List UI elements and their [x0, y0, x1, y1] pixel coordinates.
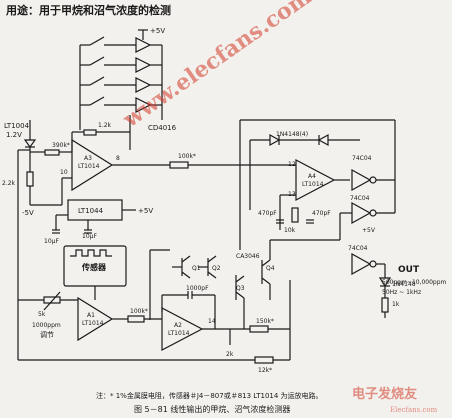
svg-text:10k: 10k	[284, 227, 296, 234]
svg-text:Q4: Q4	[266, 265, 275, 272]
svg-text:A4: A4	[308, 173, 316, 180]
output-range: 500ppm~10,000ppm	[382, 279, 447, 286]
svg-text:1000ppm: 1000ppm	[32, 322, 61, 329]
svg-text:1N4148(4): 1N4148(4)	[276, 131, 308, 138]
svg-text:74C04: 74C04	[348, 245, 368, 252]
inverter-chain: 74C04 74C04 +5V 74C04 1N4148 1k	[339, 120, 416, 318]
svg-text:10μF: 10μF	[82, 233, 97, 240]
svg-text:2.2k: 2.2k	[2, 180, 16, 187]
watermark-stamp-latin: Elecfans.com	[390, 406, 438, 414]
svg-text:LT1004: LT1004	[4, 122, 30, 130]
svg-text:8: 8	[116, 155, 120, 162]
svg-text:10: 10	[60, 169, 68, 176]
svg-text:LT1014: LT1014	[82, 320, 104, 327]
svg-text:390k*: 390k*	[52, 142, 70, 149]
svg-text:12k*: 12k*	[258, 367, 272, 374]
gas-sensor: 传感器	[63, 245, 127, 300]
svg-text:1000pF: 1000pF	[186, 285, 209, 292]
lt1004-reference: LT1004 1.2V 390k* 2.2k -5V	[2, 120, 72, 217]
svg-text:150k*: 150k*	[256, 318, 274, 325]
cd4016-switch-bank: +5V CD4016	[79, 27, 177, 150]
watermark-stamp: 电子发烧友	[352, 386, 417, 402]
cd4016-label: CD4016	[148, 124, 177, 132]
svg-text:2k: 2k	[226, 351, 234, 358]
svg-text:1.2V: 1.2V	[6, 131, 22, 139]
svg-text:470pF: 470pF	[312, 210, 331, 217]
footer-note: 注：* 1%金属膜电阻，传感器＃J4－807或＃813 LT1014 为运放电路…	[96, 391, 323, 400]
svg-text:Q3: Q3	[236, 285, 245, 292]
svg-text:5k: 5k	[38, 311, 46, 318]
svg-text:Q1: Q1	[192, 265, 201, 272]
op-amp-a4: 1N4148(4) A4 LT1014 12 13 470pF 10k 470p…	[239, 119, 395, 250]
svg-text:14: 14	[208, 318, 216, 325]
svg-text:470pF: 470pF	[258, 210, 277, 217]
svg-text:100k*: 100k*	[130, 308, 148, 315]
svg-text:74C04: 74C04	[350, 195, 370, 202]
output-freq: 50Hz ~ 1kHz	[382, 289, 421, 296]
svg-text:Q2: Q2	[212, 265, 221, 272]
svg-text:LT1014: LT1014	[78, 163, 100, 170]
ca3046-array: Q1 Q2 CA3046 Q3 Q4	[149, 240, 275, 329]
header-title: 用途：用于甲烷和沼气浓度的检测	[6, 3, 171, 17]
svg-text:+5V: +5V	[362, 227, 376, 234]
svg-text:A2: A2	[174, 322, 182, 329]
footer-caption: 图 5－81 线性输出的甲烷、沼气浓度检测器	[134, 404, 290, 414]
op-amp-a2: A2 LT1014 14 1000pF 2k	[161, 285, 250, 358]
svg-text:10μF: 10μF	[44, 238, 59, 245]
svg-text:LT1014: LT1014	[302, 181, 324, 188]
output-terminal: OUT 500ppm~10,000ppm 50Hz ~ 1kHz	[382, 265, 447, 296]
svg-text:LT1014: LT1014	[168, 330, 190, 337]
svg-text:+5V: +5V	[150, 27, 165, 35]
svg-text:LT1044: LT1044	[78, 207, 104, 215]
op-amp-a1: A1 LT1014 100k* 5k 1000ppm 调节	[17, 149, 162, 360]
svg-text:+5V: +5V	[138, 207, 153, 215]
svg-text:1N4148: 1N4148	[392, 281, 416, 288]
svg-text:A1: A1	[87, 312, 95, 319]
svg-text:A3: A3	[84, 155, 92, 162]
svg-text:1.2k: 1.2k	[98, 122, 112, 129]
svg-text:CA3046: CA3046	[236, 253, 260, 260]
svg-text:调节: 调节	[40, 330, 54, 339]
op-amp-a3: A3 LT1014 1.2k 8 10	[60, 122, 170, 205]
svg-text:传感器: 传感器	[81, 262, 107, 272]
svg-text:1k: 1k	[392, 301, 400, 308]
svg-text:100k*: 100k*	[178, 153, 196, 160]
svg-text:-5V: -5V	[22, 209, 34, 217]
svg-text:74C04: 74C04	[352, 155, 372, 162]
lt1044-converter: LT1044 +5V 10μF 10μF	[44, 199, 153, 245]
output-label: OUT	[398, 265, 420, 275]
